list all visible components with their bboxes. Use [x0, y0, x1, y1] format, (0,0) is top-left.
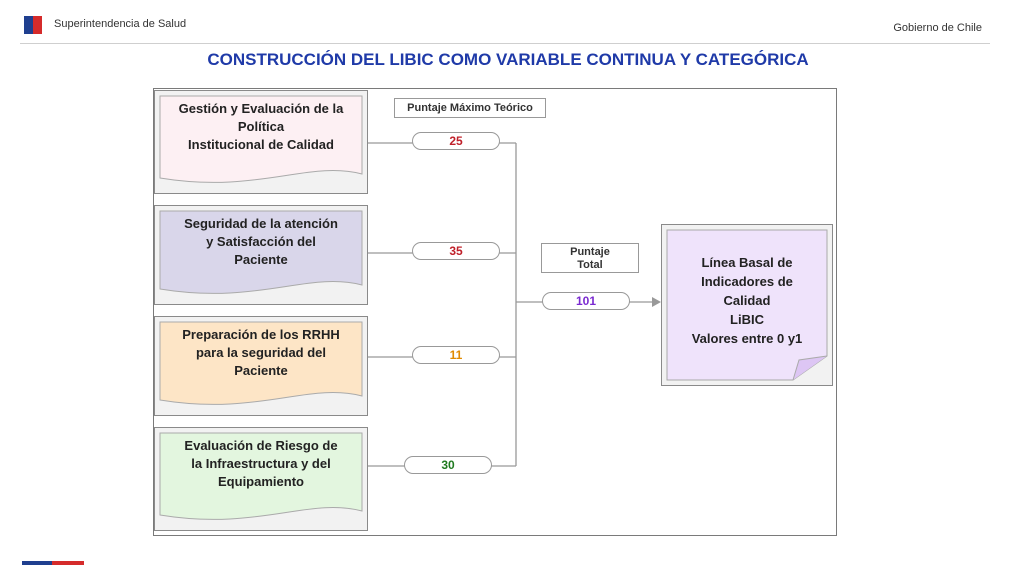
result-label: Línea Basal de Indicadores de Calidad Li… — [691, 255, 803, 346]
organization-name: Superintendencia de Salud — [54, 18, 187, 30]
government-name: Gobierno de Chile — [893, 22, 982, 34]
header-divider — [20, 43, 990, 44]
score-pill-gestion: 25 — [412, 132, 500, 150]
result-document-shape — [666, 229, 828, 381]
score-pill-rrhh: 11 — [412, 346, 500, 364]
footer-flag-bar — [22, 561, 84, 565]
max-theoretical-label: Puntaje Máximo Teórico — [394, 98, 546, 118]
total-score-pill: 101 — [542, 292, 630, 310]
result-box-libic: Línea Basal de Indicadores de Calidad Li… — [661, 224, 833, 386]
chile-flag-logo — [24, 16, 42, 34]
score-pill-seguridad: 35 — [412, 242, 500, 260]
page-title: CONSTRUCCIÓN DEL LIBIC COMO VARIABLE CON… — [207, 50, 809, 69]
score-pill-riesgo: 30 — [404, 456, 492, 474]
